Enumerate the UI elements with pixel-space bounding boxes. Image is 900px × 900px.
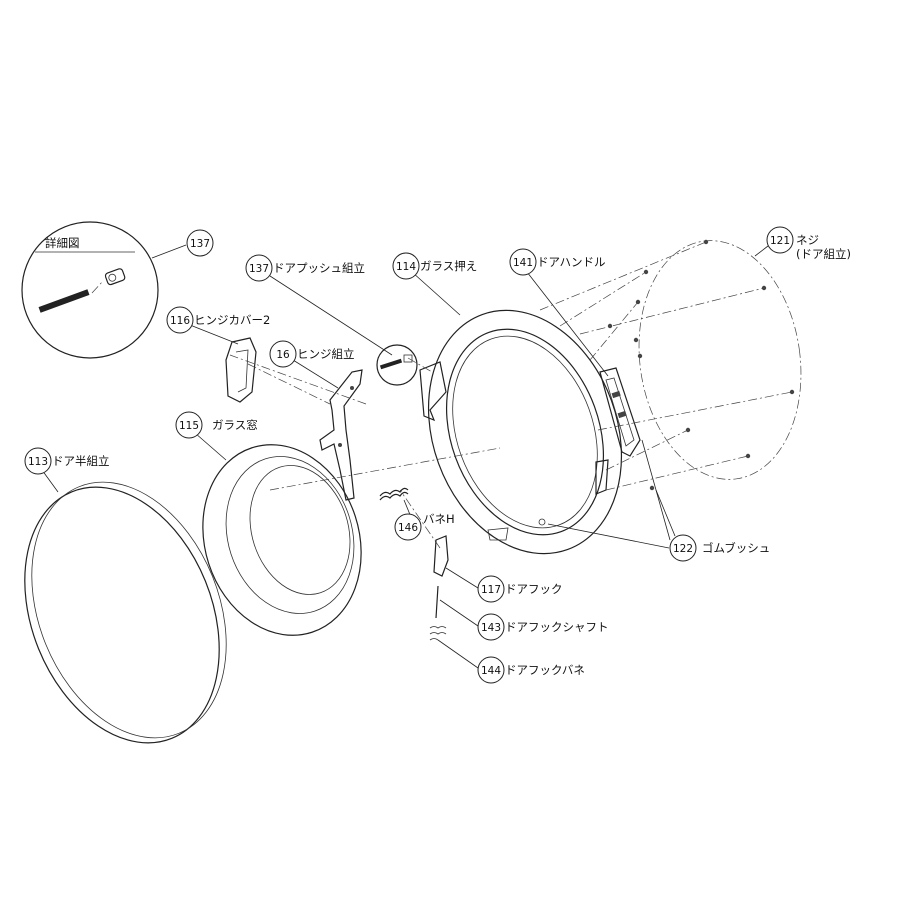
callout-16: 16 ヒンジ組立 bbox=[269, 340, 355, 368]
screws-door-assembly bbox=[607, 239, 802, 491]
callout-141: 141 ドアハンドル bbox=[509, 248, 606, 276]
callout-121: 121 ネジ (ドア組立) bbox=[766, 226, 851, 261]
callout-number: 122 bbox=[673, 543, 693, 555]
callout-label: ドアフック bbox=[505, 582, 563, 596]
callout-label: ヒンジカバー2 bbox=[194, 313, 270, 327]
callout-label: ヒンジ組立 bbox=[297, 347, 355, 361]
callout-label: ドア半組立 bbox=[52, 454, 110, 468]
door-handle bbox=[599, 367, 641, 457]
callout-number: 144 bbox=[481, 665, 501, 677]
callout-115: 115 ガラス窓 bbox=[175, 411, 258, 439]
callout-number: 137 bbox=[190, 238, 210, 250]
glass-window bbox=[202, 444, 362, 636]
assembly-lines bbox=[229, 241, 793, 549]
callout-label: バネH bbox=[423, 512, 455, 526]
callout-number: 16 bbox=[276, 349, 290, 361]
callout-number: 117 bbox=[481, 584, 501, 596]
callout-number: 143 bbox=[481, 622, 501, 634]
detail-title: 詳細図 bbox=[45, 236, 80, 250]
callout-number: 114 bbox=[396, 261, 416, 273]
hinge-cover-2 bbox=[225, 337, 257, 403]
callout-label: ドアフックシャフト bbox=[505, 620, 609, 634]
leader-lines bbox=[41, 244, 769, 669]
door-hook-parts bbox=[429, 535, 449, 641]
callout-146: 146 バネH bbox=[394, 512, 455, 541]
callout-number: 121 bbox=[770, 235, 790, 247]
callout-number: 116 bbox=[170, 315, 190, 327]
callout-number: 113 bbox=[28, 456, 48, 468]
callout-label: ガラス押え bbox=[420, 259, 477, 273]
callout-137-detail: 137 bbox=[186, 229, 214, 257]
callout-144: 144 ドアフックバネ bbox=[477, 656, 585, 684]
spring-h bbox=[379, 487, 409, 501]
callout-143: 143 ドアフックシャフト bbox=[477, 613, 609, 641]
callout-114: 114 ガラス押え bbox=[392, 252, 477, 280]
callout-number: 137 bbox=[249, 263, 269, 275]
callout-number: 146 bbox=[398, 522, 418, 534]
callout-117: 117 ドアフック bbox=[477, 575, 563, 603]
callout-113: 113 ドア半組立 bbox=[24, 447, 110, 475]
callout-137: 137 ドアプッシュ組立 bbox=[245, 254, 365, 282]
callout-label: ゴムブッシュ bbox=[702, 541, 770, 555]
glass-retainer-ring bbox=[419, 309, 623, 555]
door-push-assembly bbox=[376, 344, 418, 386]
hinge-assembly bbox=[319, 369, 363, 501]
callout-number: 115 bbox=[179, 420, 199, 432]
door-half-assembly bbox=[24, 481, 227, 744]
callout-116: 116 ヒンジカバー2 bbox=[166, 306, 270, 334]
callout-label: ドアフックバネ bbox=[505, 663, 585, 677]
callout-label: ネジ bbox=[796, 233, 819, 247]
callout-number: 141 bbox=[513, 257, 533, 269]
detail-view: 詳細図 bbox=[21, 221, 159, 359]
callout-label: ガラス窓 bbox=[212, 418, 258, 432]
callout-label: ドアプッシュ組立 bbox=[273, 261, 365, 275]
callout-label-2: (ドア組立) bbox=[796, 247, 851, 261]
callout-122: 122 ゴムブッシュ bbox=[669, 534, 770, 562]
callout-label: ドアハンドル bbox=[537, 255, 606, 269]
